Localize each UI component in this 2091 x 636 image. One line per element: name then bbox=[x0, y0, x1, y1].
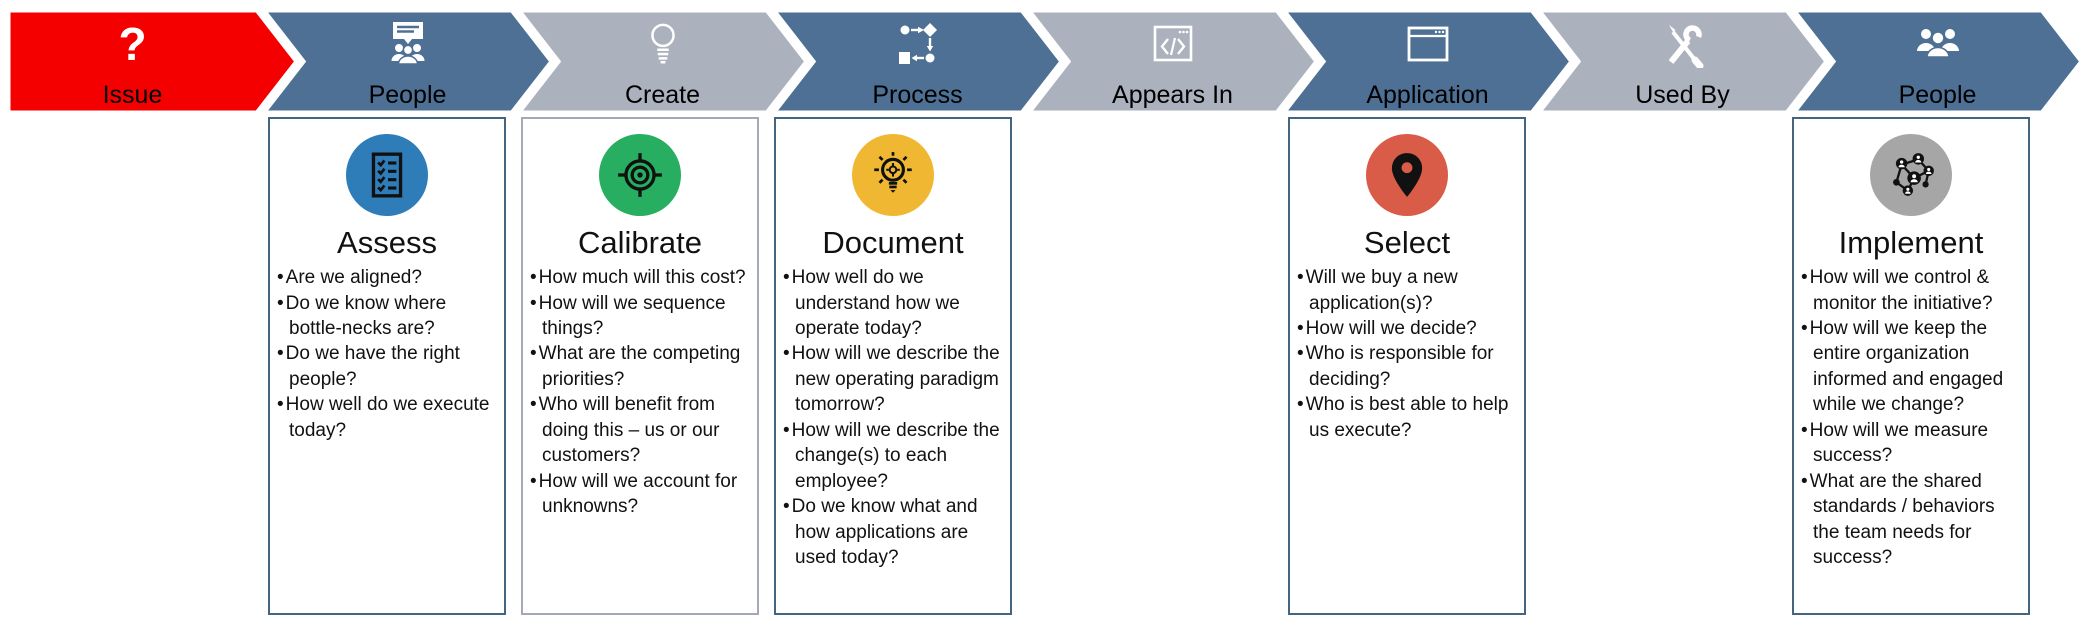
bullet-item: How will we sequence things? bbox=[530, 291, 749, 342]
chevron-appears-in: Appears In bbox=[1058, 10, 1287, 113]
people-network-icon bbox=[1870, 134, 1952, 216]
card-bullet-list: How will we control & monitor the initia… bbox=[1794, 265, 2028, 570]
chevron-shape-appears-in bbox=[1024, 10, 1321, 113]
question-mark-icon: ? bbox=[118, 18, 147, 70]
bullet-item: Who will benefit from doing this – us or… bbox=[530, 392, 749, 468]
bullet-item: Do we have the right people? bbox=[277, 341, 496, 392]
chevron-people-2: People bbox=[1823, 10, 2052, 113]
bullet-item: How will we measure success? bbox=[1801, 418, 2020, 469]
card-document: Document How well do we understand how w… bbox=[774, 117, 1012, 615]
card-bullet-list: How much will this cost? How will we seq… bbox=[523, 265, 757, 520]
bullet-item: How will we decide? bbox=[1297, 316, 1516, 341]
people-group-icon bbox=[1914, 19, 1962, 69]
card-calibrate: Calibrate How much will this cost? How w… bbox=[521, 117, 759, 615]
chevron-label: Create bbox=[624, 80, 701, 109]
chevron-create: Create bbox=[548, 10, 777, 113]
chevron-shape-used-by bbox=[1534, 10, 1831, 113]
lightbulb-icon bbox=[640, 19, 686, 69]
card-assess: Assess Are we aligned? Do we know where … bbox=[268, 117, 506, 615]
chevron-shape-issue bbox=[5, 10, 301, 113]
bullet-item: How will we account for unknowns? bbox=[530, 469, 749, 520]
bullet-item: Do we know what and how applications are… bbox=[783, 494, 1002, 570]
map-pin-icon bbox=[1366, 134, 1448, 216]
idea-lightbulb-icon bbox=[852, 134, 934, 216]
chevron-band: ? Issue People bbox=[0, 10, 2091, 113]
card-implement: Implement How will we control & monitor … bbox=[1792, 117, 2030, 615]
bullet-item: What are the competing priorities? bbox=[530, 341, 749, 392]
chevron-shape-people-2 bbox=[1789, 10, 2086, 113]
bullet-item: Will we buy a new application(s)? bbox=[1297, 265, 1516, 316]
bullet-item: How will we control & monitor the initia… bbox=[1801, 265, 2020, 316]
checklist-icon bbox=[346, 134, 428, 216]
chevron-label: Used By bbox=[1635, 80, 1730, 109]
chevron-used-by: Used By bbox=[1568, 10, 1797, 113]
chevron-shape-application bbox=[1279, 10, 1576, 113]
bullet-item: How will we describe the change(s) to ea… bbox=[783, 418, 1002, 494]
bullet-item: Who is best able to help us execute? bbox=[1297, 392, 1516, 443]
chevron-shape-process bbox=[769, 10, 1066, 113]
card-bullet-list: Are we aligned? Do we know where bottle-… bbox=[270, 265, 504, 443]
chevron-label: Issue bbox=[102, 80, 163, 109]
card-title: Implement bbox=[1838, 225, 1984, 260]
chevron-label: Application bbox=[1366, 80, 1489, 109]
code-window-icon bbox=[1149, 19, 1197, 69]
bullet-item: Are we aligned? bbox=[277, 265, 496, 290]
presentation-audience-icon bbox=[384, 19, 432, 69]
card-bullet-list: How well do we understand how we operate… bbox=[776, 265, 1010, 570]
card-title: Assess bbox=[337, 225, 437, 260]
bullet-item: How well do we execute today? bbox=[277, 392, 496, 443]
tools-icon bbox=[1659, 19, 1707, 69]
bullet-item: Do we know where bottle-necks are? bbox=[277, 291, 496, 342]
browser-window-icon bbox=[1404, 19, 1452, 69]
bullet-item: Who is responsible for deciding? bbox=[1297, 341, 1516, 392]
flowchart-icon bbox=[894, 19, 942, 69]
card-title: Document bbox=[822, 225, 964, 260]
card-title: Select bbox=[1363, 225, 1451, 260]
bullet-item: How well do we understand how we operate… bbox=[783, 265, 1002, 341]
target-icon bbox=[599, 134, 681, 216]
card-bullet-list: Will we buy a new application(s)? How wi… bbox=[1290, 265, 1524, 443]
chevron-label: Process bbox=[872, 80, 963, 109]
bullet-item: What are the shared standards / behavior… bbox=[1801, 469, 2020, 571]
chevron-label: Appears In bbox=[1112, 80, 1233, 109]
chevron-people-1: People bbox=[293, 10, 522, 113]
card-select: Select Will we buy a new application(s)?… bbox=[1288, 117, 1526, 615]
bullet-item: How will we keep the entire organization… bbox=[1801, 316, 2020, 418]
chevron-label: People bbox=[1898, 80, 1977, 109]
bullet-item: How will we describe the new operating p… bbox=[783, 341, 1002, 417]
chevron-issue: ? Issue bbox=[8, 10, 257, 113]
card-title: Calibrate bbox=[577, 225, 703, 260]
chevron-application: Application bbox=[1313, 10, 1542, 113]
bullet-item: How much will this cost? bbox=[530, 265, 749, 290]
chevron-process: Process bbox=[803, 10, 1032, 113]
chevron-label: People bbox=[368, 80, 447, 109]
